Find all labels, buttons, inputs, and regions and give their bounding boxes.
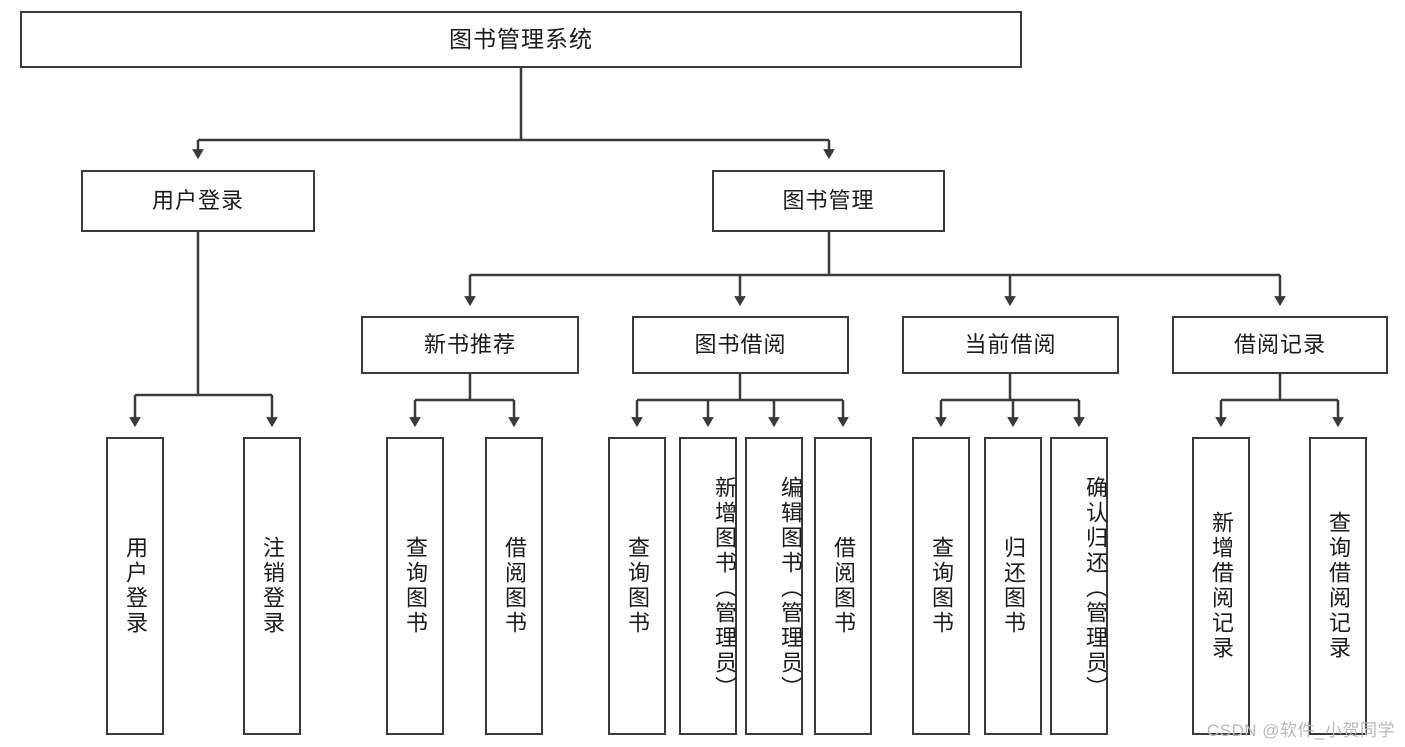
leaf-query-book-current[interactable]: 查询图书 (912, 437, 970, 735)
leaf-return-book[interactable]: 归还图书 (984, 437, 1042, 735)
leaf-query-book-recommend[interactable]: 查询图书 (386, 437, 444, 735)
node-book-management[interactable]: 图书管理 (712, 170, 945, 232)
leaf-borrow-book-recommend[interactable]: 借阅图书 (485, 437, 543, 735)
node-book-borrow[interactable]: 图书借阅 (632, 316, 849, 374)
leaf-add-borrow-record[interactable]: 新增借阅记录 (1192, 437, 1250, 735)
leaf-edit-book-admin[interactable]: 编辑图书（管理员） (745, 437, 803, 735)
leaf-logout[interactable]: 注销登录 (243, 437, 301, 735)
node-current-borrow[interactable]: 当前借阅 (902, 316, 1119, 374)
leaf-query-book-borrow[interactable]: 查询图书 (608, 437, 666, 735)
leaf-user-login[interactable]: 用户登录 (106, 437, 164, 735)
csdn-watermark: CSDN @软件_小贺同学 (1206, 721, 1395, 740)
leaf-query-borrow-record[interactable]: 查询借阅记录 (1309, 437, 1367, 735)
node-user-login[interactable]: 用户登录 (81, 170, 315, 232)
leaf-borrow-book[interactable]: 借阅图书 (814, 437, 872, 735)
leaf-confirm-return-admin[interactable]: 确认归还（管理员） (1050, 437, 1108, 735)
node-new-book-recommend[interactable]: 新书推荐 (361, 316, 579, 374)
leaf-add-book-admin[interactable]: 新增图书（管理员） (679, 437, 737, 735)
node-root[interactable]: 图书管理系统 (20, 11, 1022, 68)
node-borrow-records[interactable]: 借阅记录 (1172, 316, 1388, 374)
